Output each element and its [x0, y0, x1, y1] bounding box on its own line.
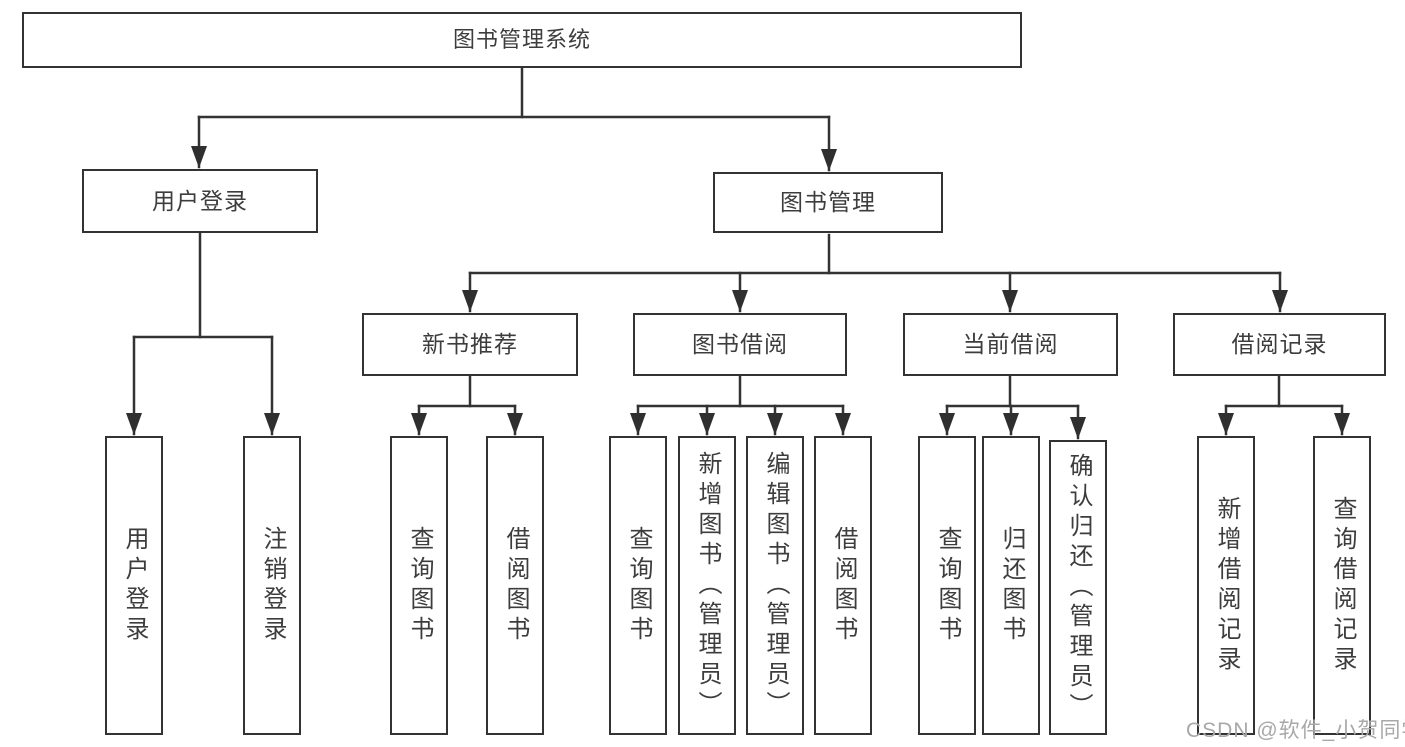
connector-book-management-to-level3 [462, 233, 1288, 313]
node-new-book-recommendation: 新书推荐 [362, 313, 578, 376]
leaf-query-borrowing-record: 查询借阅记录 [1313, 436, 1371, 735]
leaf-confirm-return-admin: 确认归还（管理员） [1049, 440, 1107, 735]
leaf-add-borrowing-record: 新增借阅记录 [1197, 436, 1255, 735]
csdn-watermark: CSDN @软件_小贺同学 [1186, 719, 1405, 742]
leaf-query-books-borrowing: 查询图书 [609, 436, 667, 735]
node-book-management: 图书管理 [713, 172, 943, 233]
connector-borrowing-records-to-leaves [1218, 374, 1350, 436]
leaf-query-books-recommendation: 查询图书 [390, 436, 448, 735]
connector-book-borrowing-to-leaves [630, 374, 851, 436]
node-current-borrowing: 当前借阅 [903, 313, 1118, 376]
node-user-login: 用户登录 [82, 169, 318, 233]
leaf-borrow-books-recommendation: 借阅图书 [486, 436, 544, 735]
leaf-add-books-admin: 新增图书（管理员） [678, 436, 736, 735]
connector-root-to-level2 [191, 66, 837, 172]
connector-new-book-recommendation-to-leaves [411, 374, 523, 436]
node-book-borrowing: 图书借阅 [633, 313, 847, 376]
node-borrowing-records: 借阅记录 [1173, 313, 1386, 376]
connector-user-login-to-leaves [126, 231, 280, 436]
leaf-user-login: 用户登录 [105, 436, 163, 735]
connector-current-borrowing-to-leaves [939, 374, 1086, 440]
node-library-management-system: 图书管理系统 [22, 12, 1022, 68]
leaf-query-books-current: 查询图书 [918, 436, 976, 735]
leaf-return-books: 归还图书 [982, 436, 1040, 735]
leaf-edit-books-admin: 编辑图书（管理员） [746, 436, 804, 735]
leaf-borrow-books-borrowing: 借阅图书 [814, 436, 872, 735]
leaf-logout: 注销登录 [243, 436, 301, 735]
